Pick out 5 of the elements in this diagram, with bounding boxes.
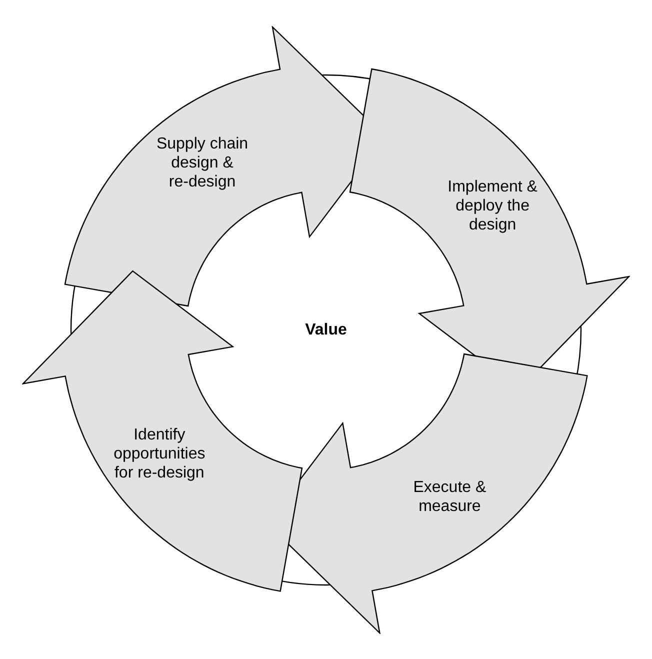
center-label: Value — [304, 320, 348, 340]
stage-label: Implement & deploy the design — [446, 178, 538, 235]
stage-label: Execute & measure — [412, 478, 488, 516]
stage-label: Identify opportunities for re-design — [112, 425, 206, 482]
stage-label: Supply chain design & re-design — [155, 134, 250, 192]
